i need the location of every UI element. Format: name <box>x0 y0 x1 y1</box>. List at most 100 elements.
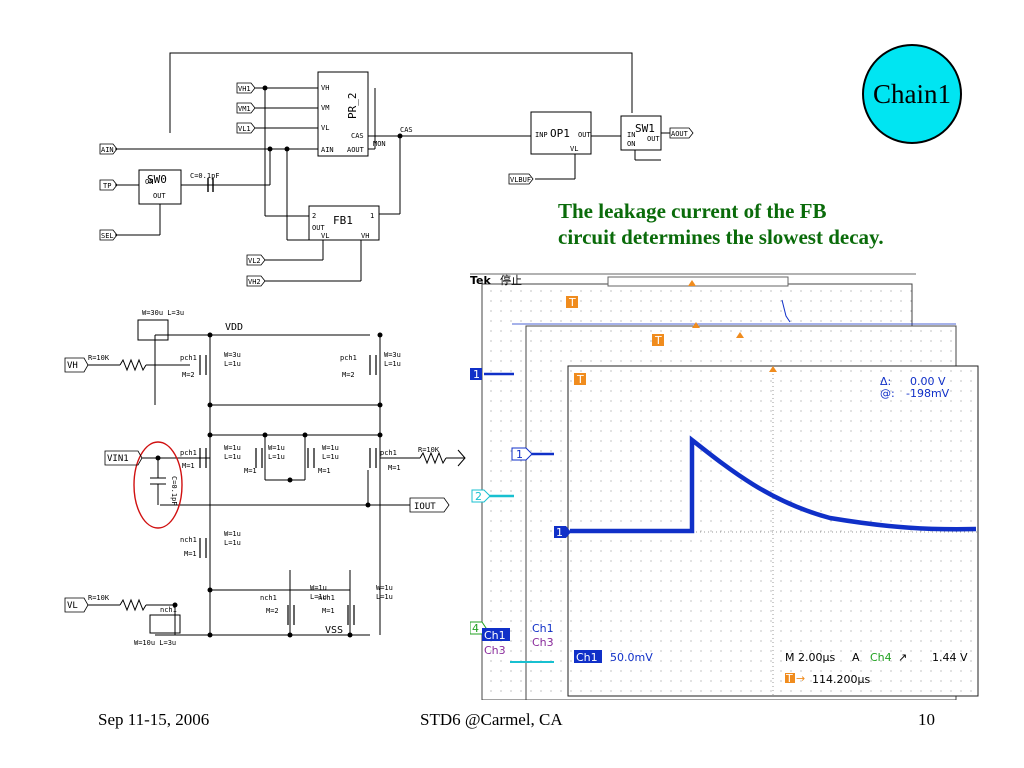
svg-text:VM1: VM1 <box>238 105 251 113</box>
svg-text:L=1u: L=1u <box>322 453 339 461</box>
svg-text:T: T <box>576 373 584 386</box>
svg-text:VH1: VH1 <box>238 85 251 93</box>
svg-text:M=1: M=1 <box>184 550 197 558</box>
svg-text:1: 1 <box>556 526 563 539</box>
svg-text:1: 1 <box>370 212 374 220</box>
svg-text:W=1u: W=1u <box>224 444 241 452</box>
leakage-note: The leakage current of the FB circuit de… <box>558 198 978 250</box>
svg-text:VL2: VL2 <box>248 257 261 265</box>
svg-text:W=30u L=3u: W=30u L=3u <box>142 309 184 317</box>
pin-tp-flag: TP <box>99 179 118 191</box>
ch1-marker-mid: 1 <box>511 447 533 461</box>
svg-text:M=1: M=1 <box>322 607 335 615</box>
ch3-tag-left: Ch3 <box>484 644 506 657</box>
pin-vin1-flag: VIN1 <box>104 450 143 466</box>
op1-label: OP1 <box>550 127 570 140</box>
svg-text:W=3u: W=3u <box>224 351 241 359</box>
svg-text:MON: MON <box>373 140 386 148</box>
svg-text:4: 4 <box>472 622 479 635</box>
svg-text:Ch1: Ch1 <box>484 629 506 642</box>
svg-text:L=1u: L=1u <box>224 360 241 368</box>
pr2-block <box>317 71 369 157</box>
svg-text:R=10K: R=10K <box>418 446 440 454</box>
ch1-tag-mid: Ch1 <box>532 622 554 635</box>
decay-trace <box>570 435 977 534</box>
svg-text:VM: VM <box>321 104 329 112</box>
trigger-position-marker: T <box>785 672 795 685</box>
svg-text:M=2: M=2 <box>266 607 279 615</box>
svg-text:M=1: M=1 <box>182 462 195 470</box>
svg-text:W=1u: W=1u <box>224 530 241 538</box>
ch2-marker: 2 <box>471 489 491 503</box>
svg-text:VLBUF: VLBUF <box>510 176 531 184</box>
footer-page-number: 10 <box>918 710 935 729</box>
svg-text:M=2: M=2 <box>182 371 195 379</box>
svg-text:AIN: AIN <box>101 146 114 154</box>
vss-label: VSS <box>325 625 343 636</box>
net-cas-label: CAS <box>400 126 413 134</box>
svg-text:OUT: OUT <box>647 135 660 143</box>
op1-block <box>530 111 592 155</box>
svg-text:W=1u: W=1u <box>268 444 285 452</box>
svg-text:L=1u: L=1u <box>384 360 401 368</box>
pin-vh1-flag: VH1 <box>236 82 256 94</box>
svg-text:1: 1 <box>516 448 523 461</box>
pin-vlbuf-flag: VLBUF <box>508 173 534 185</box>
svg-text:VL: VL <box>67 601 78 611</box>
svg-text:nch1: nch1 <box>318 594 335 602</box>
svg-text:Ch1: Ch1 <box>576 651 598 664</box>
svg-text:M=2: M=2 <box>342 371 355 379</box>
pin-iout-flag: IOUT <box>409 497 450 513</box>
timebase: M 2.00µs <box>785 651 835 664</box>
fb1-label: FB1 <box>333 214 353 227</box>
scope-brand: Tek <box>470 274 492 287</box>
svg-text:nch1: nch1 <box>180 536 197 544</box>
block-schematic: AIN TP SEL VH1 VM1 VL1 VL2 VH2 VLBUF AOU… <box>99 52 694 287</box>
svg-text:pch1: pch1 <box>380 449 397 457</box>
trigger-marker-front: T <box>574 373 586 386</box>
ch1-tag-left: Ch1 <box>482 628 510 642</box>
delta-value: 0.00 V <box>910 375 946 388</box>
chain-badge: Chain1 <box>862 44 962 144</box>
svg-text:M=1: M=1 <box>388 464 401 472</box>
svg-text:2: 2 <box>475 490 482 503</box>
trigger-slope-icon: ↗ <box>898 651 907 664</box>
svg-text:pch1: pch1 <box>180 354 197 362</box>
pin-vh-flag: VH <box>64 357 89 373</box>
pin-vh2-flag: VH2 <box>246 275 266 287</box>
pin-vl1-flag: VL1 <box>236 122 256 134</box>
svg-text:T: T <box>568 296 576 309</box>
svg-text:W=10u L=3u: W=10u L=3u <box>134 639 176 647</box>
svg-text:VL: VL <box>321 232 329 240</box>
cap-highlight <box>133 441 183 529</box>
trigger-level: 1.44 V <box>932 651 968 664</box>
svg-text:VH: VH <box>321 84 329 92</box>
svg-text:L=1u: L=1u <box>268 453 285 461</box>
sw1-label: SW1 <box>635 122 655 135</box>
svg-text:ON: ON <box>145 178 153 186</box>
scope-screens: 1 1 2 4 1 T T T Tek 停止 Δ: 0.00 V @: -198… <box>469 273 979 701</box>
svg-text:ON: ON <box>627 140 635 148</box>
svg-text:T: T <box>654 334 662 347</box>
svg-text:VL: VL <box>321 124 329 132</box>
svg-text:OUT: OUT <box>578 131 591 139</box>
svg-text:R=10K: R=10K <box>88 594 110 602</box>
pin-vl-flag: VL <box>64 597 89 613</box>
svg-text:INP: INP <box>535 131 548 139</box>
at-value: -198mV <box>906 387 950 400</box>
trigger-marker-back: T <box>566 296 578 309</box>
svg-text:CAS: CAS <box>351 132 364 140</box>
svg-text:2: 2 <box>312 212 316 220</box>
pin-sel-flag: SEL <box>99 229 118 241</box>
svg-text:AOUT: AOUT <box>671 130 689 138</box>
trigger-marker-mid: T <box>652 334 664 347</box>
svg-text:nch1: nch1 <box>160 606 177 614</box>
ch3-tag-mid: Ch3 <box>532 636 554 649</box>
pr2-label: PR_2 <box>346 93 359 120</box>
trigger-arrow-icon: → <box>796 672 805 685</box>
svg-text:W=1u: W=1u <box>322 444 339 452</box>
ch1-marker-back: 1 <box>470 368 482 381</box>
top-loop-wire <box>169 52 633 133</box>
vdd-label: VDD <box>225 322 243 333</box>
svg-text:VH: VH <box>67 361 78 371</box>
